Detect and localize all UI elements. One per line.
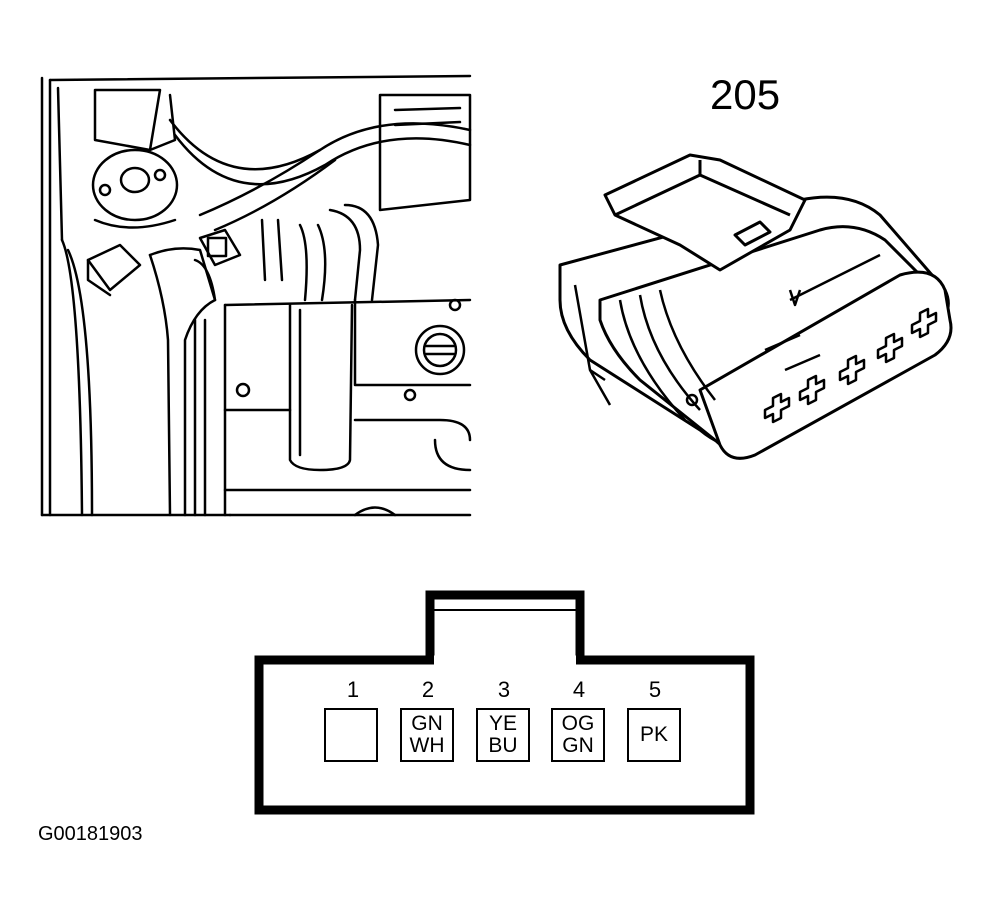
pin-2-wire-color-line1: GN	[411, 712, 443, 735]
pin-number-2: 2	[421, 677, 435, 702]
figure-id-label: G00181903	[38, 823, 143, 845]
pin-5-wire-color-line1: PK	[639, 723, 668, 746]
pin-cavity-5: PK	[627, 708, 681, 762]
pin-cavity-2: GN WH	[400, 708, 454, 762]
pin-number-1: 1	[346, 677, 360, 702]
pin-cavity-1	[324, 708, 378, 762]
pin-3-wire-color-line2: BU	[488, 734, 518, 757]
pin-4-wire-color-line2: GN	[562, 734, 594, 757]
connector-key-tab	[425, 590, 585, 665]
pin-number-4: 4	[572, 677, 586, 702]
pin-cavity-3: YE BU	[476, 708, 530, 762]
pin-number-3: 3	[497, 677, 511, 702]
pin-number-5: 5	[648, 677, 662, 702]
pin-cavity-4: OG GN	[551, 708, 605, 762]
part-number-label: 205	[710, 71, 781, 118]
pin-2-wire-color-line2: WH	[409, 734, 445, 757]
pin-4-wire-color-line1: OG	[561, 712, 595, 735]
pin-3-wire-color-line1: YE	[488, 712, 517, 735]
